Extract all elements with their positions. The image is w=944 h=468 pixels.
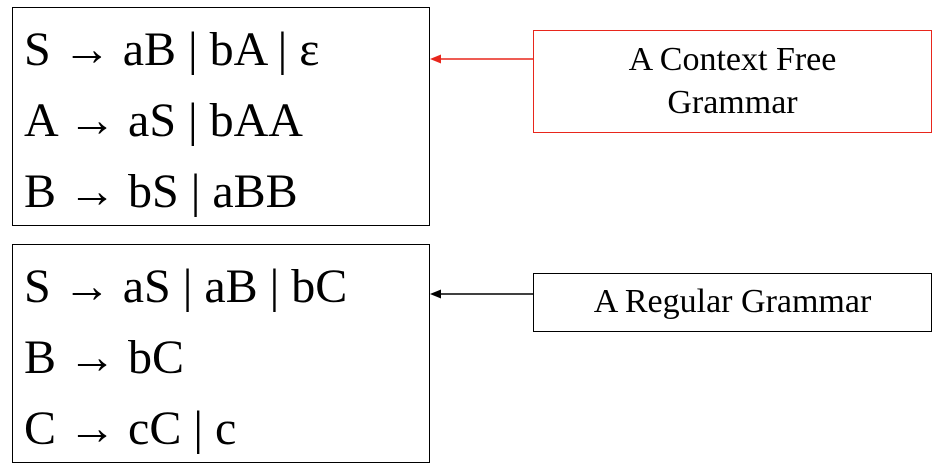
rule-arrow: → [68,402,117,455]
context-free-grammar-label: A Context Free Grammar [533,30,932,133]
rule-lhs: S [24,260,51,313]
rule-lhs: C [24,402,57,455]
rule-rhs: bC [128,331,185,384]
rule-rhs: aB | bA | ε [122,23,320,76]
rule-lhs: S [24,23,51,76]
rule-rhs: aS | bAA [128,94,303,147]
rule-lhs: A [24,94,57,147]
label-line: A Regular Grammar [593,283,872,321]
rule-arrow: → [62,23,111,76]
regular-grammar-label: A Regular Grammar [533,273,932,332]
grammar-rule: B → bC [24,334,184,382]
rule-arrow: → [68,94,117,147]
rule-lhs: B [24,165,57,218]
rg-connector-arrow [430,289,533,299]
cfg-connector-arrow [430,54,533,64]
rule-arrow: → [68,331,117,384]
grammar-rule: B → bS | aBB [24,168,298,216]
rule-rhs: cC | c [128,402,237,455]
rule-arrow: → [62,260,111,313]
grammar-rule: A → aS | bAA [24,97,303,145]
label-line: Grammar [667,83,798,121]
regular-grammar-box: S → aS | aB | bC B → bC C → cC | c [12,244,430,463]
rule-arrow: → [68,165,117,218]
rule-rhs: aS | aB | bC [122,260,348,313]
rule-rhs: bS | aBB [128,165,298,218]
context-free-grammar-box: S → aB | bA | ε A → aS | bAA B → bS | aB… [12,7,430,226]
grammar-rule: S → aS | aB | bC [24,263,347,311]
label-line: A Context Free [628,41,837,78]
grammar-rule: S → aB | bA | ε [24,26,319,74]
grammar-rule: C → cC | c [24,405,236,453]
rule-lhs: B [24,331,57,384]
